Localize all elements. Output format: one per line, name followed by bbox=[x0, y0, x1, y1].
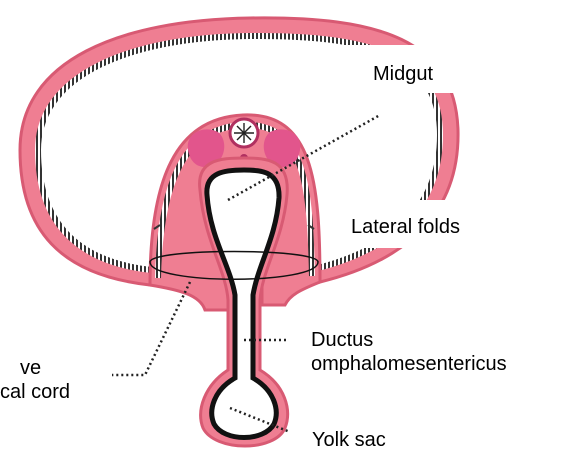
label-cord-line2: cal cord bbox=[0, 380, 70, 404]
neural-tube-lumen bbox=[234, 123, 254, 143]
label-ductus-omphalomesentericus: Ductus omphalomesentericus bbox=[311, 328, 507, 376]
label-ductus-line2: omphalomesentericus bbox=[311, 352, 507, 376]
label-midgut: Midgut bbox=[373, 62, 433, 86]
label-umbilical-cord: ve cal cord bbox=[0, 356, 70, 404]
label-cord-line1: ve bbox=[0, 356, 70, 380]
leader-cord bbox=[112, 282, 190, 375]
label-lateral-folds: Lateral folds bbox=[351, 215, 460, 239]
label-ductus-line1: Ductus bbox=[311, 328, 507, 352]
label-yolk-sac: Yolk sac bbox=[312, 428, 386, 452]
